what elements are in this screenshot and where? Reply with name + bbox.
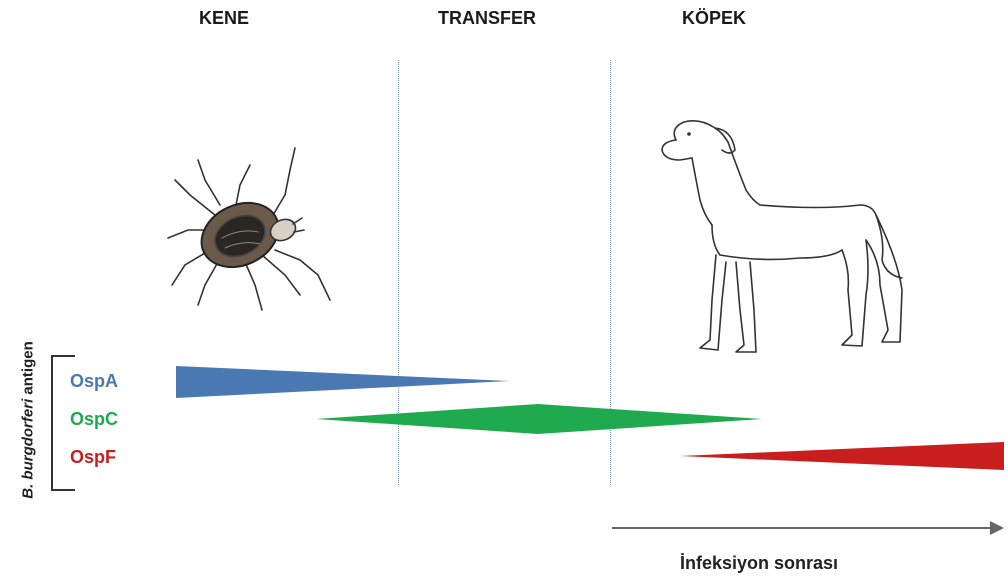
y-axis-label-organism: B. burgdorferi bbox=[20, 399, 37, 499]
y-axis-label: B. burgdorferi antigen bbox=[20, 341, 37, 499]
y-axis-label-suffix: antigen bbox=[20, 341, 37, 399]
dog-illustration bbox=[662, 121, 902, 352]
ospa-wedge bbox=[176, 366, 510, 398]
x-axis-label: İnfeksiyon sonrası bbox=[680, 553, 838, 574]
antigen-label-ospc: OspC bbox=[70, 409, 118, 430]
ospf-wedge bbox=[680, 442, 1004, 470]
antigen-label-ospf: OspF bbox=[70, 447, 116, 468]
antigen-label-ospa: OspA bbox=[70, 371, 118, 392]
tick-illustration bbox=[168, 148, 330, 310]
ospc-diamond bbox=[316, 404, 762, 434]
timeline-arrow-head bbox=[990, 521, 1004, 535]
